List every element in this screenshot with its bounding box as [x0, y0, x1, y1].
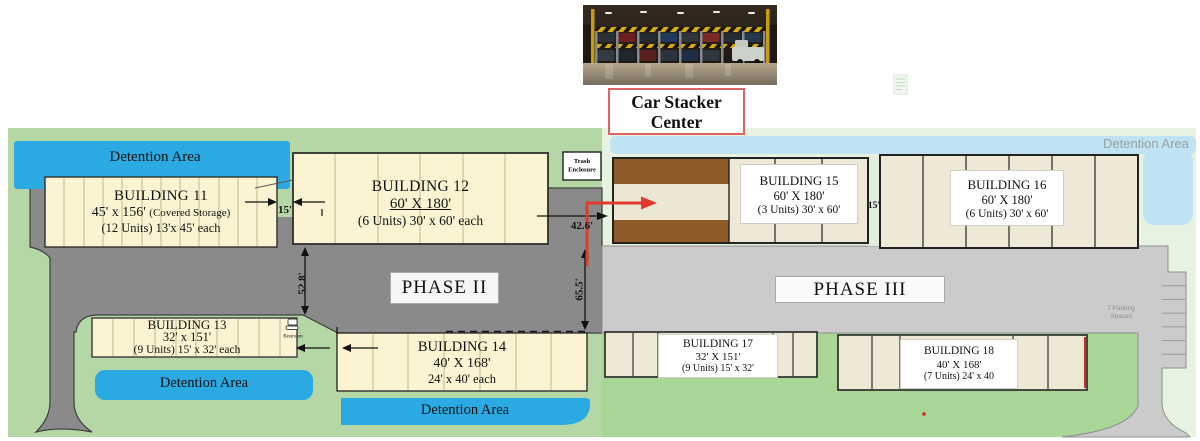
- building-16-name: BUILDING 16: [967, 176, 1047, 192]
- building-13-shape: [91, 317, 298, 358]
- building-15-size: 60' X 180': [773, 188, 825, 203]
- building-17-label: BUILDING 17 32' X 151' (9 Units) 15' x 3…: [658, 334, 778, 378]
- caption-line2: Center: [650, 112, 703, 132]
- building-14-shape: [336, 332, 588, 392]
- building-16-units: (6 Units) 30' x 60': [965, 207, 1049, 220]
- building-11-units: (12 Units) 13'x 45' each: [101, 221, 221, 235]
- dim-gap-15-16: 15': [867, 201, 881, 211]
- red-route-arrow: [585, 196, 657, 266]
- car-stacker-photo: [583, 5, 777, 85]
- building-13-units: (9 Units) 15' x 32' each: [133, 344, 241, 357]
- building-12-units: (6 Units) 30' x 60' each: [357, 213, 484, 228]
- building-12-size: 60' X 180': [389, 196, 452, 212]
- dimension-lines: [245, 198, 608, 352]
- detention-bottom-center-label: Detention Area: [420, 402, 510, 418]
- building-15-units: (3 Units) 30' x 60': [757, 203, 841, 216]
- dim-52-8: 52.8': [296, 272, 309, 295]
- building-11-size-note: (Covered Storage): [149, 207, 231, 219]
- building-14-name: BUILDING 14: [417, 339, 507, 355]
- dim-65-5: 65.5': [573, 278, 586, 301]
- phase2-pavement: [29, 187, 603, 434]
- building-16-size: 60' X 180': [981, 192, 1033, 207]
- dim-42-6: 42.6': [570, 220, 594, 232]
- stacked-cars: [597, 33, 762, 42]
- detention-bottom-center-shape: [341, 398, 590, 425]
- building-18-units: (7 Units) 24' x 40: [923, 371, 995, 383]
- restroom-label: Restroom: [283, 335, 303, 340]
- building-13-size: 32' x 151': [162, 330, 212, 345]
- detention-top-left-label: Detention Area: [109, 149, 201, 165]
- lower-cars: [597, 50, 720, 61]
- ceiling-lights-icon: [605, 11, 755, 14]
- building-14-units: 24' x 40' each: [427, 372, 497, 386]
- building-15-label: BUILDING 15 60' X 180' (3 Units) 30' x 6…: [740, 164, 858, 224]
- building-17-units: (9 Units) 15' x 32': [682, 362, 754, 374]
- building-12-label: BUILDING 12 60' X 180' (6 Units) 30' x 6…: [293, 163, 548, 244]
- detention-bottom-left-label: Detention Area: [159, 375, 249, 391]
- building-14-size: 40' X 168': [433, 356, 491, 371]
- building-13-label: BUILDING 13 32' x 151' (9 Units) 15' x 3…: [92, 317, 282, 357]
- parking-stall-lines: [1162, 285, 1186, 355]
- building-11-size-line: 45' x 156' (Covered Storage): [92, 205, 231, 221]
- phase2-label: PHASE II: [390, 272, 499, 304]
- building-11-shape: [44, 176, 278, 248]
- building-15-name: BUILDING 15: [759, 172, 839, 188]
- building-17-size: 32' X 151': [695, 350, 741, 363]
- leader-line: [254, 179, 294, 189]
- building-18-size: 40' X 168': [936, 358, 982, 371]
- parking-note-2: Spaces: [1110, 313, 1132, 320]
- phase3-label: PHASE III: [775, 276, 945, 303]
- trash-enclosure-label-2: Enclosure: [568, 167, 596, 174]
- vintage-truck: [732, 40, 764, 65]
- building-13-name: BUILDING 13: [147, 316, 227, 332]
- building-12-name: BUILDING 12: [371, 178, 470, 195]
- building-18-label: BUILDING 18 40' X 168' (7 Units) 24' x 4…: [900, 339, 1018, 389]
- detention-top-right-shape: [610, 136, 1196, 225]
- building-11-label: BUILDING 11 45' x 156' (Covered Storage)…: [45, 177, 277, 247]
- faint-note-icon: [893, 74, 908, 95]
- building-12-shape: [292, 152, 549, 245]
- restroom-icon: [285, 318, 299, 330]
- car-stacker-caption: Car Stacker Center: [608, 88, 745, 135]
- dim-gap-11-12: 15': [277, 204, 293, 216]
- building-14-label: BUILDING 14 40' X 168' 24' x 40' each: [337, 336, 587, 390]
- building-11-size: 45' x 156': [91, 205, 146, 220]
- building-17-name: BUILDING 17: [683, 338, 753, 351]
- detention-bottom-left-shape: [95, 370, 313, 400]
- parking-note-1: 7 Parking: [1107, 305, 1135, 312]
- building-18-name: BUILDING 18: [924, 345, 994, 358]
- red-dot-mark: [922, 412, 926, 416]
- detention-top-right-label: Detention Area: [1102, 136, 1189, 151]
- phase3-pavement: [601, 245, 1192, 438]
- building-11-name: BUILDING 11: [114, 188, 208, 204]
- building-16-label: BUILDING 16 60' X 180' (6 Units) 30' x 6…: [950, 170, 1064, 226]
- gap-strip-15-16: [868, 156, 880, 246]
- trash-enclosure-label-1: Trash: [574, 158, 591, 165]
- trash-enclosure-shape: [562, 151, 602, 181]
- caption-line1: Car Stacker: [631, 92, 722, 112]
- floor-reflections: [605, 64, 731, 79]
